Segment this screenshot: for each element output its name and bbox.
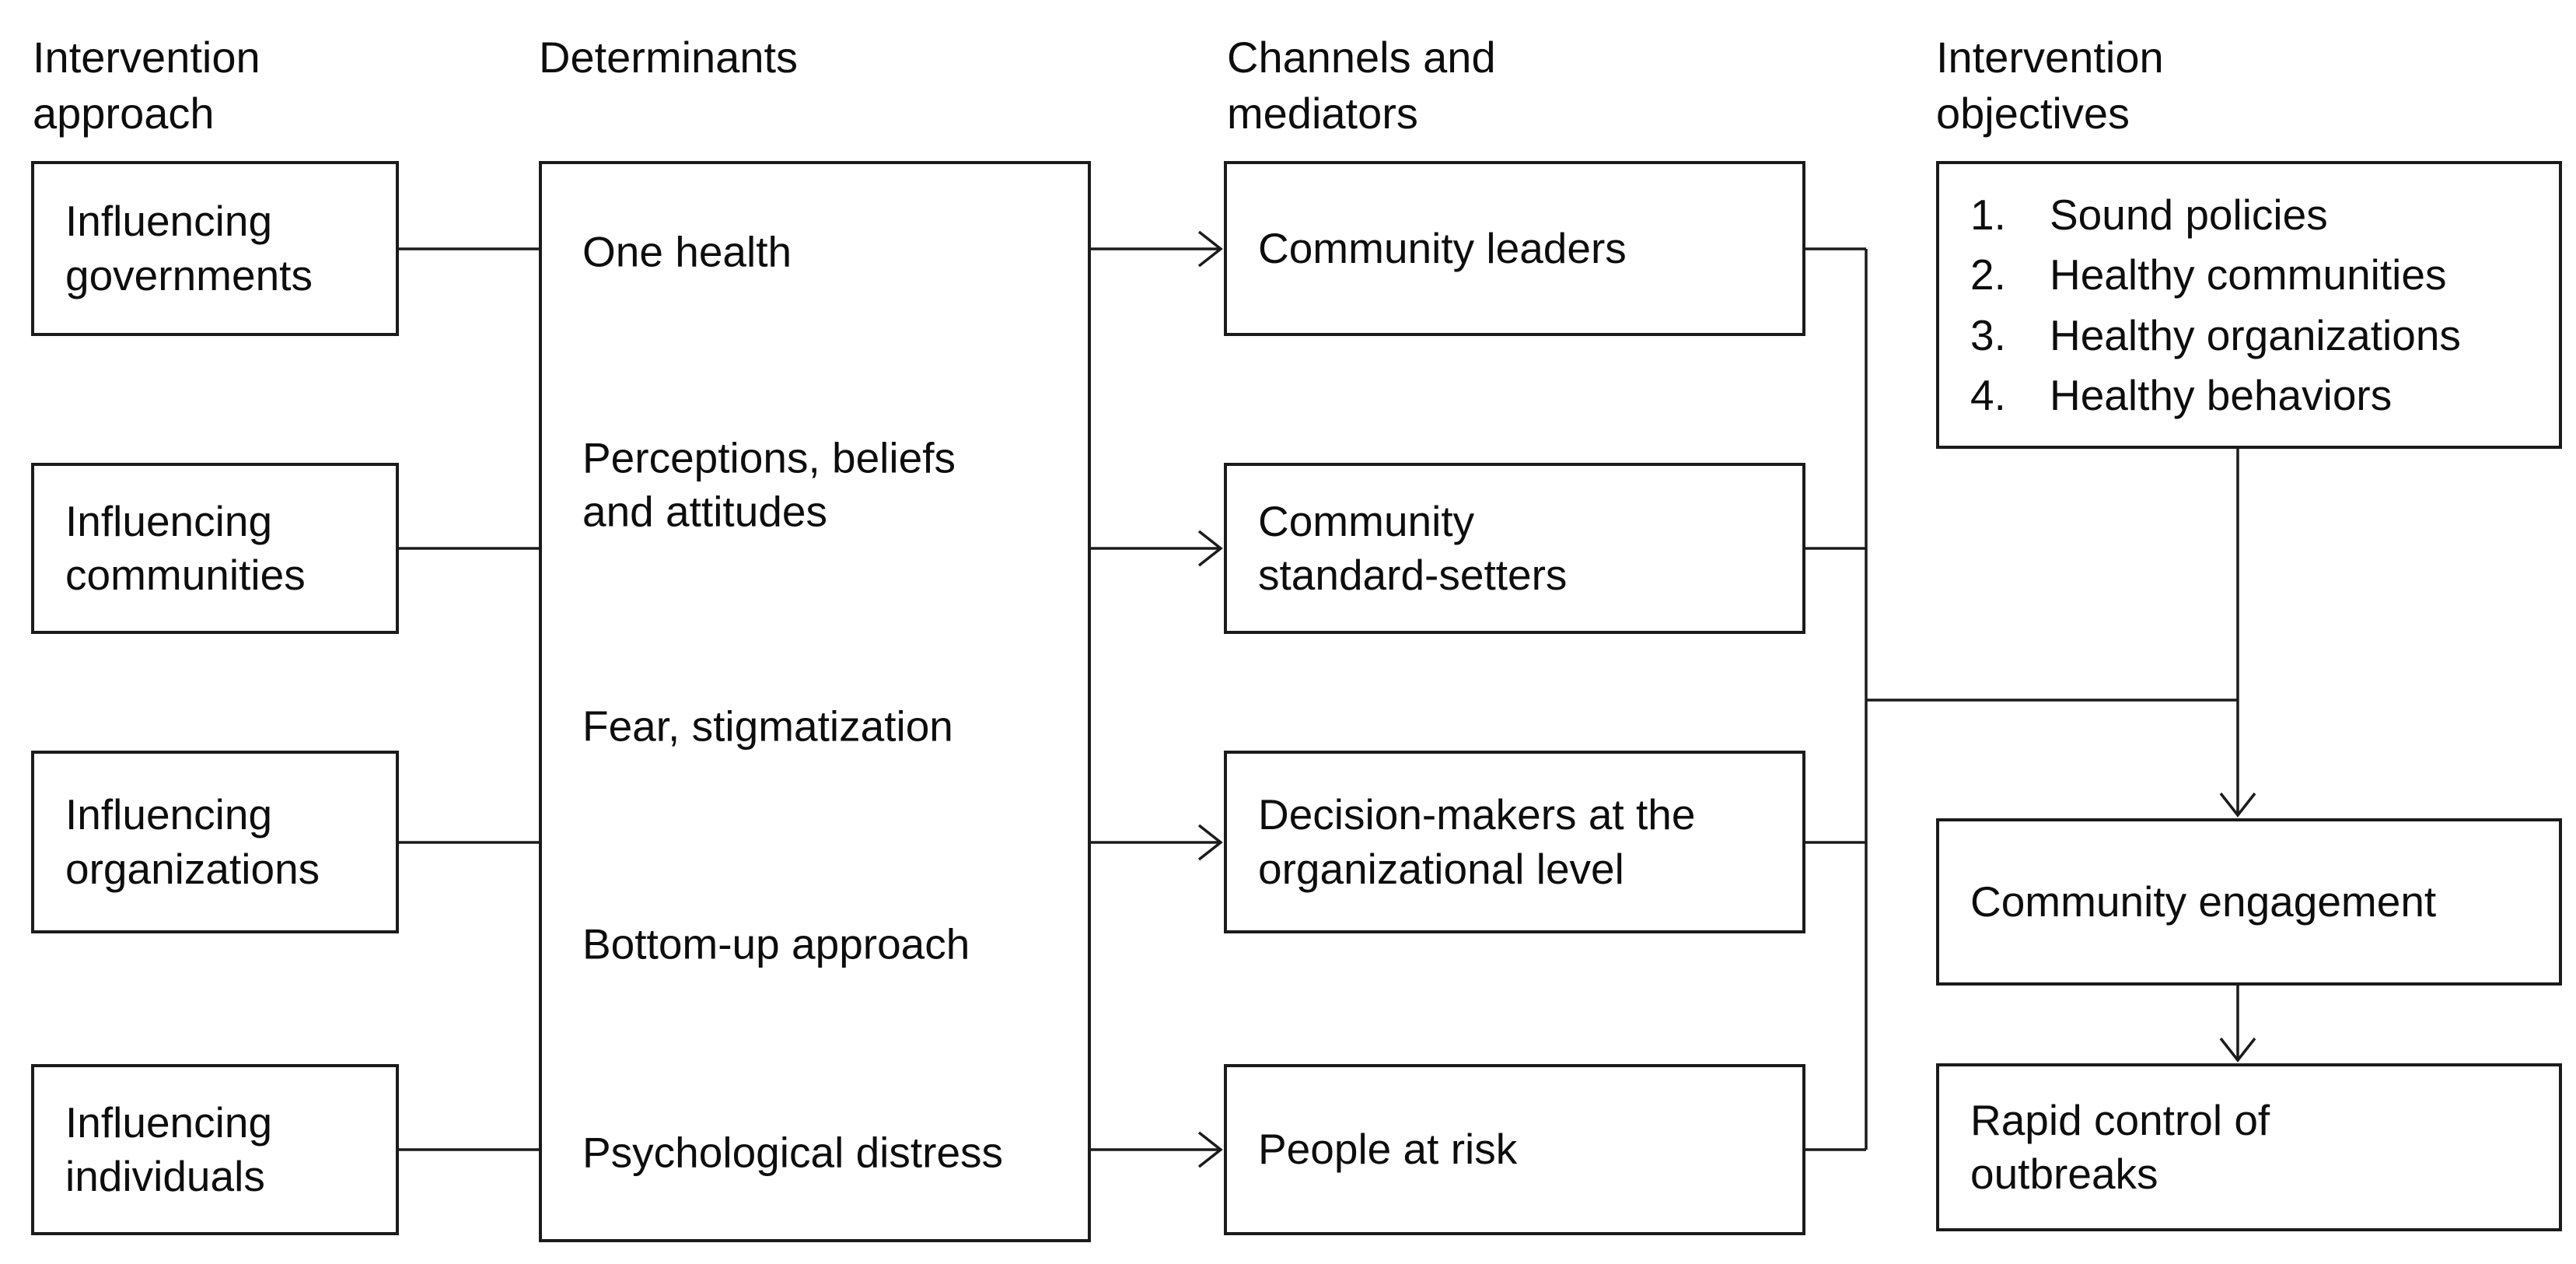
objective-text: Healthy communities (2050, 250, 2447, 299)
column-header-intervention-objectives: Intervention objectives (1936, 33, 2164, 138)
objective-item-1: 1. Sound policies (1970, 191, 2559, 239)
box-influencing-organizations: Influencing organizations (31, 751, 399, 933)
arrowhead-engagement (2219, 792, 2256, 818)
determinant-one-health: One health (582, 227, 792, 276)
box-influencing-governments: Influencing governments (31, 161, 399, 336)
arrowhead-rapid-control (2219, 1037, 2256, 1063)
determinant-perceptions-beliefs: Perceptions, beliefs and attitudes (582, 433, 956, 536)
arrowhead-leaders (1197, 230, 1223, 268)
determinant-psychological-distress: Psychological distress (582, 1128, 1004, 1177)
column-header-channels-mediators: Channels and mediators (1227, 33, 1496, 138)
objectives-list: 1. Sound policies 2. Healthy communities… (1939, 191, 2559, 419)
box-community-engagement: Community engagement (1936, 818, 2562, 986)
box-determinants: One health Perceptions, beliefs and atti… (539, 161, 1091, 1242)
box-influencing-individuals: Influencing individuals (31, 1064, 399, 1235)
objective-number: 1. (1970, 190, 2006, 239)
objective-number: 2. (1970, 250, 2006, 299)
determinant-bottom-up-approach: Bottom-up approach (582, 919, 970, 968)
objective-item-4: 4. Healthy behaviors (1970, 372, 2559, 419)
box-decision-makers: Decision-makers at the organizational le… (1224, 751, 1805, 933)
box-community-standard-setters: Community standard-setters (1224, 463, 1805, 634)
arrowhead-standard-setters (1197, 530, 1223, 567)
objective-item-2: 2. Healthy communities (1970, 251, 2559, 299)
box-rapid-control-outbreaks: Rapid control of outbreaks (1936, 1063, 2562, 1231)
box-community-leaders: Community leaders (1224, 161, 1805, 336)
objective-text: Healthy organizations (2050, 310, 2461, 359)
box-influencing-communities: Influencing communities (31, 463, 399, 634)
objective-number: 4. (1970, 371, 2006, 419)
objective-text: Healthy behaviors (2050, 371, 2392, 419)
determinant-fear-stigmatization: Fear, stigmatization (582, 702, 953, 751)
objective-text: Sound policies (2050, 190, 2328, 239)
arrowhead-people-at-risk (1197, 1131, 1223, 1168)
column-header-intervention-approach: Intervention approach (33, 33, 260, 138)
box-people-at-risk: People at risk (1224, 1064, 1805, 1235)
box-intervention-objectives: 1. Sound policies 2. Healthy communities… (1936, 161, 2562, 449)
column-header-determinants: Determinants (539, 33, 799, 82)
objective-item-3: 3. Healthy organizations (1970, 310, 2559, 359)
objective-number: 3. (1970, 310, 2006, 359)
arrowhead-decision-makers (1197, 824, 1223, 861)
